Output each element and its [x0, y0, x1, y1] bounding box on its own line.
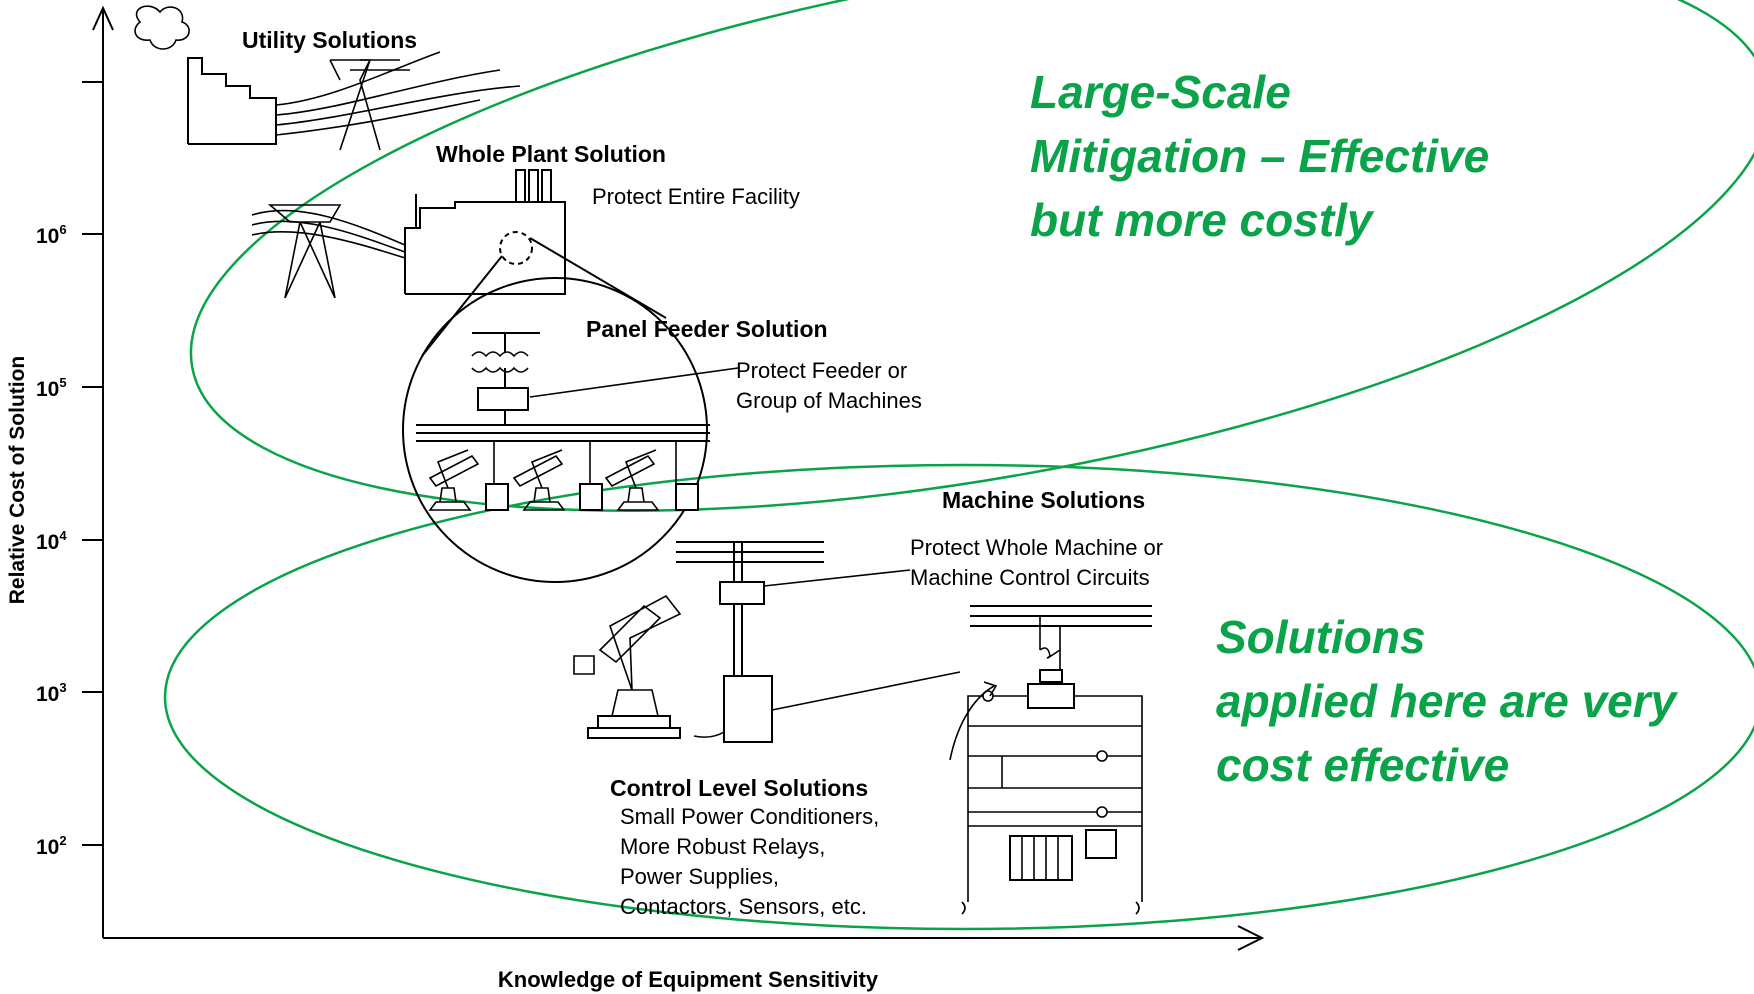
y-tick-1e6: 106 — [36, 222, 67, 248]
panel-feeder-desc-line-1: Protect Feeder or — [736, 358, 907, 383]
control-title: Control Level Solutions — [610, 775, 868, 801]
control-desc-line-3: Power Supplies, — [620, 864, 779, 889]
y-tick-1e5: 105 — [36, 375, 67, 401]
control-circuit-illustration — [949, 605, 1152, 915]
control-desc-line-1: Small Power Conditioners, — [620, 804, 879, 829]
whole-plant-illustration — [251, 169, 667, 357]
cost-effective-line-1: Solutions — [1216, 611, 1426, 663]
large-scale-line-2: Mitigation – Effective — [1030, 130, 1489, 182]
cost-effective-callout: Solutions applied here are very cost eff… — [1216, 611, 1679, 791]
machine-desc-line-2: Machine Control Circuits — [910, 565, 1150, 590]
whole-plant-desc: Protect Entire Facility — [592, 184, 800, 209]
y-tick-1e2: 102 — [36, 833, 67, 859]
panel-feeder-illustration — [402, 277, 739, 583]
cost-effective-line-3: cost effective — [1216, 739, 1509, 791]
whole-plant-title: Whole Plant Solution — [436, 141, 666, 167]
x-axis — [103, 925, 1265, 951]
large-scale-line-1: Large-Scale — [1030, 66, 1291, 118]
y-tick-labels: 106 105 104 103 102 — [36, 222, 67, 859]
x-axis-label: Knowledge of Equipment Sensitivity — [498, 967, 879, 992]
panel-feeder-title: Panel Feeder Solution — [586, 316, 828, 342]
cost-effective-line-2: applied here are very — [1216, 675, 1679, 727]
utility-title: Utility Solutions — [242, 27, 417, 53]
control-desc-line-2: More Robust Relays, — [620, 834, 825, 859]
y-tick-1e4: 104 — [36, 528, 67, 554]
machine-desc-line-1: Protect Whole Machine or — [910, 535, 1163, 560]
y-axis — [82, 5, 114, 938]
machine-illustration — [573, 541, 961, 743]
panel-feeder-desc-line-2: Group of Machines — [736, 388, 922, 413]
large-scale-callout: Large-Scale Mitigation – Effective but m… — [1030, 66, 1489, 246]
y-axis-label: Relative Cost of Solution — [6, 356, 29, 605]
large-scale-ellipse — [189, 0, 1754, 512]
machine-title: Machine Solutions — [942, 487, 1145, 513]
y-tick-1e3: 103 — [36, 680, 67, 706]
control-desc-line-4: Contactors, Sensors, etc. — [620, 894, 867, 919]
cost-effective-ellipse — [163, 463, 1754, 931]
utility-illustration — [134, 5, 521, 151]
large-scale-line-3: but more costly — [1030, 194, 1375, 246]
